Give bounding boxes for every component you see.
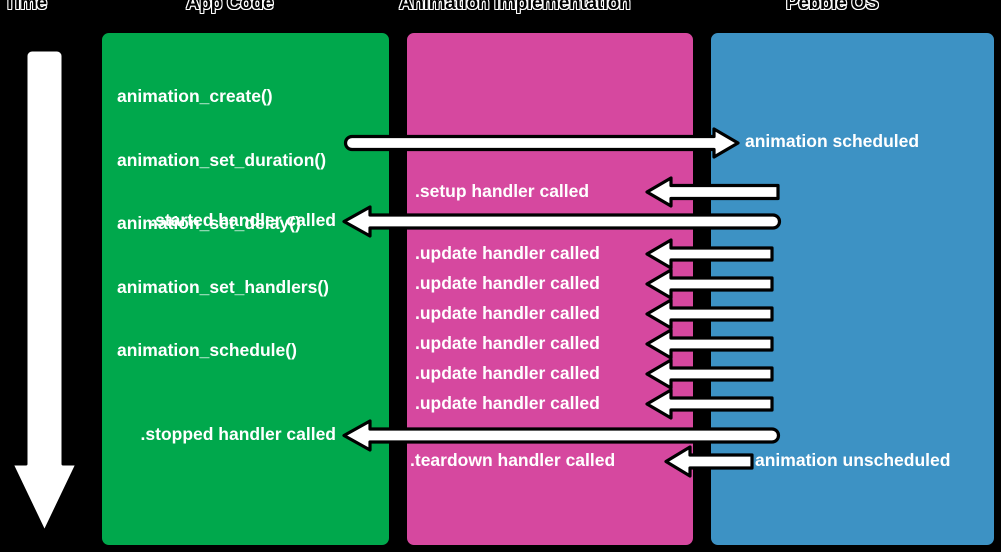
message-label-update-handler: .update handler called xyxy=(415,273,600,293)
app-code-call: animation_create() xyxy=(117,86,273,107)
app-code-call: animation_set_duration() xyxy=(117,149,327,170)
column-header-pebble-os: Pebble OS xyxy=(786,0,879,14)
message-label-animation-unscheduled: animation unscheduled xyxy=(755,450,951,470)
column-header-app-code: App Code xyxy=(186,0,274,14)
app-code-call: animation_schedule() xyxy=(117,340,297,361)
message-label-animation-scheduled: animation scheduled xyxy=(745,131,920,151)
lane-app-code xyxy=(100,31,391,547)
message-label-setup-handler: .setup handler called xyxy=(415,181,590,201)
message-label-update-handler: .update handler called xyxy=(415,363,600,383)
message-label-started-handler: .started handler called xyxy=(150,210,336,230)
app-code-call: animation_set_handlers() xyxy=(117,276,329,297)
message-label-stopped-handler: .stopped handler called xyxy=(140,424,336,444)
time-down-arrow-icon xyxy=(10,48,79,534)
column-header-animation-implementation: Animation Implementation xyxy=(399,0,631,14)
message-label-update-handler: .update handler called xyxy=(415,393,600,413)
message-label-update-handler: .update handler called xyxy=(415,243,600,263)
column-header-time: Time xyxy=(4,0,47,14)
message-label-teardown-handler: .teardown handler called xyxy=(410,450,616,470)
app-code-call-list: animation_create() animation_set_duratio… xyxy=(117,44,329,404)
app-code-call: animation_set_delay() xyxy=(117,213,301,234)
message-label-update-handler: .update handler called xyxy=(415,303,600,323)
message-label-update-handler: .update handler called xyxy=(415,333,600,353)
